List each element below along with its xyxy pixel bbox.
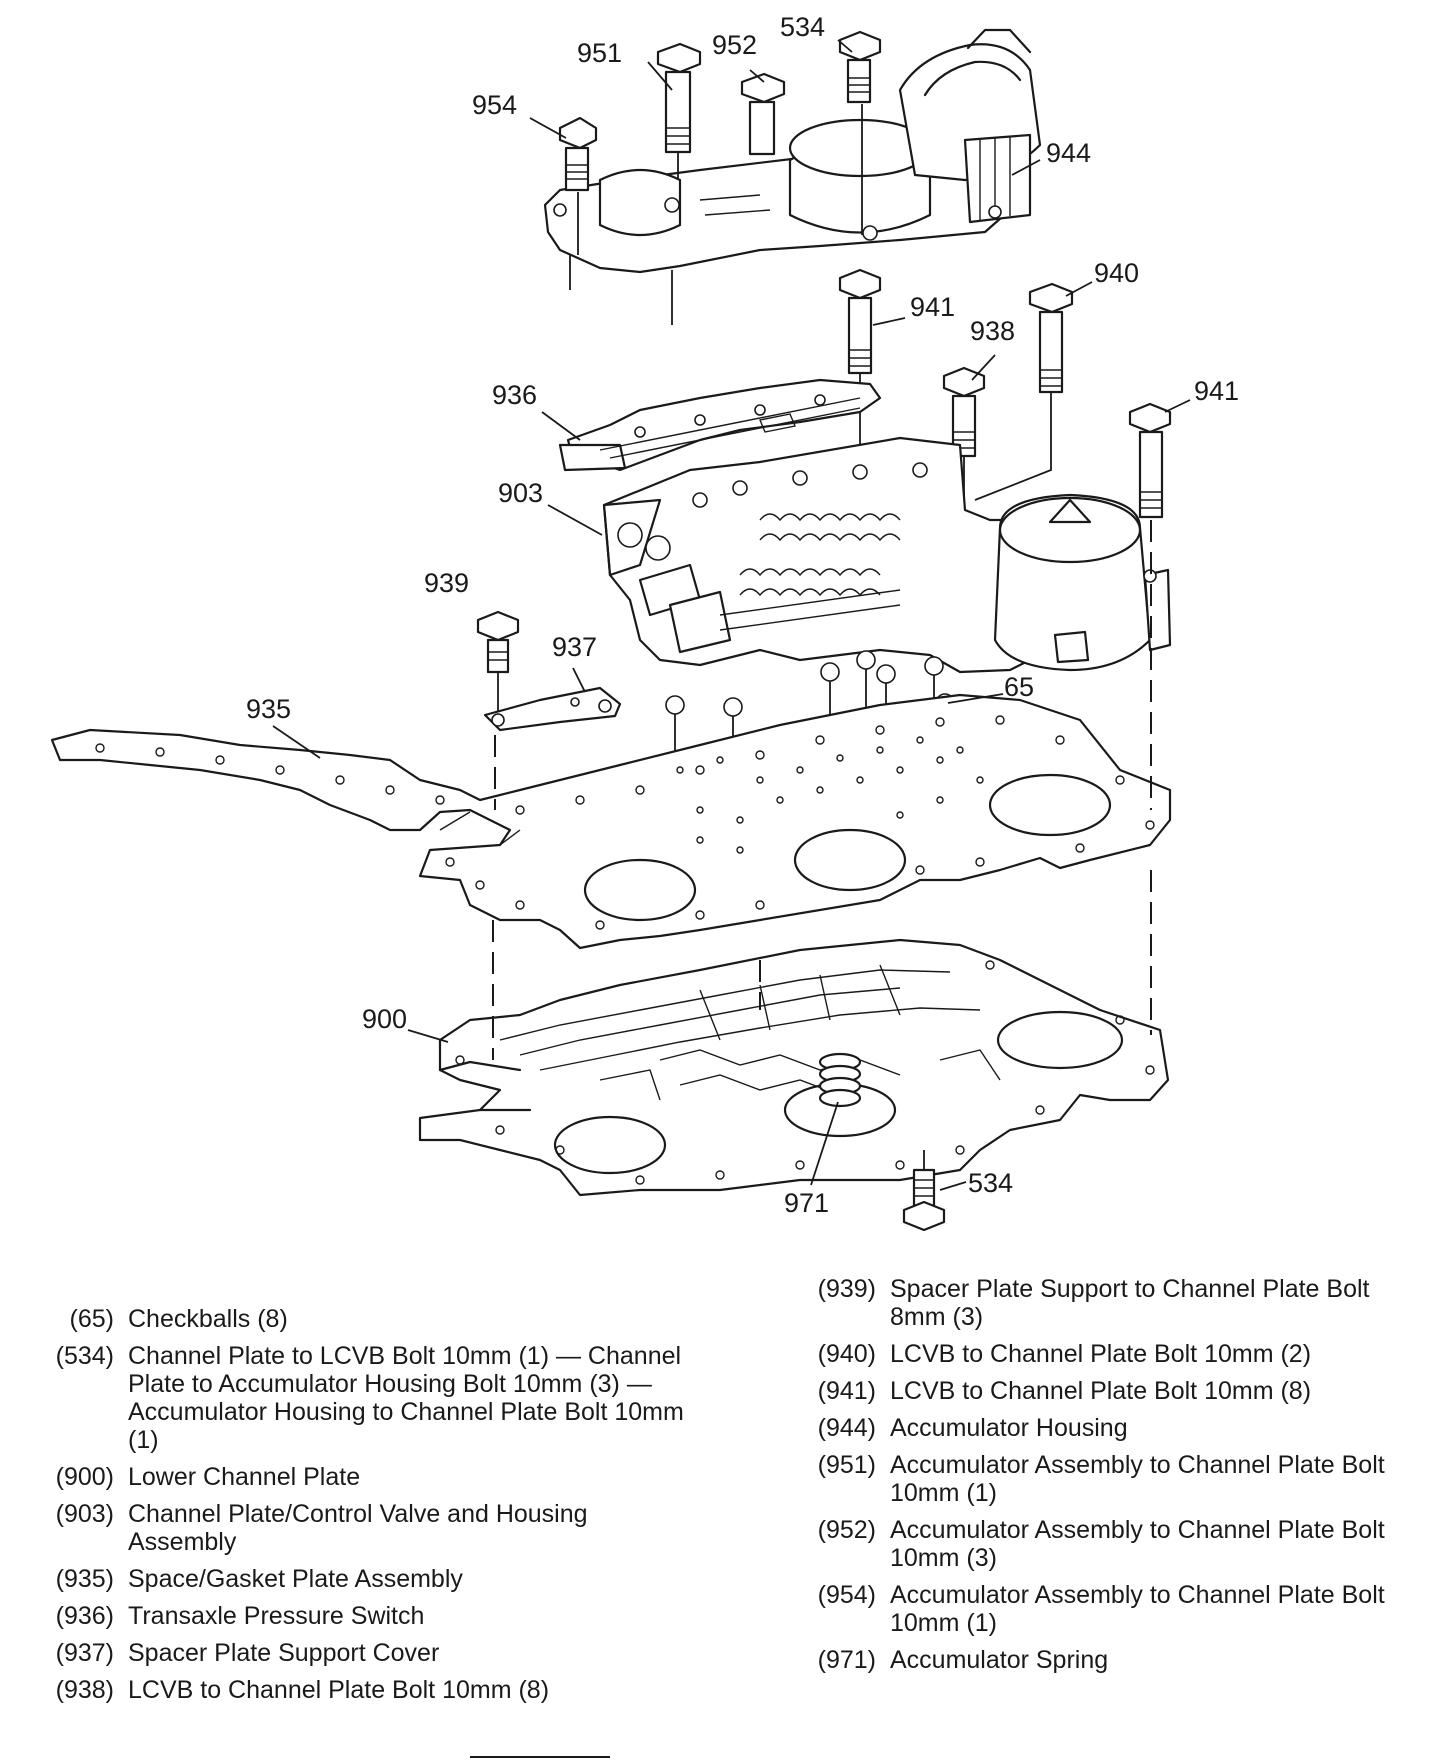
callout-941-right: 941 <box>1194 376 1239 406</box>
legend-code: (944) <box>817 1414 876 1442</box>
transaxle-pressure-switch <box>558 378 882 472</box>
legend-code: (941) <box>817 1377 876 1405</box>
legend-right-column: (939) Spacer Plate Support to Channel Pla… <box>790 1275 1410 1683</box>
callout-952: 952 <box>712 30 757 60</box>
footer-rule <box>470 1756 610 1758</box>
legend-code: (937) <box>55 1639 114 1667</box>
legend-desc: Spacer Plate Support to Channel Plate Bo… <box>890 1275 1370 1331</box>
legend-item: (939) Spacer Plate Support to Channel Pla… <box>790 1275 1410 1331</box>
legend-desc: Transaxle Pressure Switch <box>128 1602 425 1630</box>
bolt-951 <box>656 42 702 154</box>
legend-desc: Spacer Plate Support Cover <box>128 1639 440 1667</box>
legend-item: (65) Checkballs (8) <box>28 1305 688 1333</box>
callout-954: 954 <box>472 90 517 120</box>
callout-900: 900 <box>362 1004 407 1034</box>
legend-desc: Accumulator Assembly to Channel Plate Bo… <box>890 1516 1385 1572</box>
legend-code: (903) <box>55 1500 114 1528</box>
legend-item: (900) Lower Channel Plate <box>28 1463 688 1491</box>
callout-951: 951 <box>577 38 622 68</box>
legend-desc: Accumulator Assembly to Channel Plate Bo… <box>890 1451 1385 1507</box>
bolt-952 <box>740 72 786 156</box>
parts-legend: (65) Checkballs (8) (534) Channel Plate to… <box>0 1275 1440 1745</box>
legend-item: (940) LCVB to Channel Plate Bolt 10mm (2) <box>790 1340 1410 1368</box>
callout-940: 940 <box>1094 258 1139 288</box>
spacer-gasket-plate <box>50 693 1172 950</box>
legend-desc: LCVB to Channel Plate Bolt 10mm (8) <box>890 1377 1312 1405</box>
legend-desc: Checkballs (8) <box>128 1305 288 1333</box>
callout-937: 937 <box>552 632 597 662</box>
legend-item: (954) Accumulator Assembly to Channel Pla… <box>790 1581 1410 1637</box>
callout-903: 903 <box>498 478 543 508</box>
legend-code: (938) <box>55 1676 114 1704</box>
bolt-954 <box>558 116 598 192</box>
legend-code: (65) <box>69 1305 114 1333</box>
legend-desc: LCVB to Channel Plate Bolt 10mm (2) <box>890 1340 1312 1368</box>
legend-code: (940) <box>817 1340 876 1368</box>
legend-code: (971) <box>817 1646 876 1674</box>
spacer-plate-support-cover <box>483 686 622 732</box>
legend-item: (903) Channel Plate/Control Valve and Hou… <box>28 1500 688 1556</box>
bolt-534-bottom <box>902 1168 946 1232</box>
bolt-938 <box>942 366 986 458</box>
callout-936: 936 <box>492 380 537 410</box>
legend-code: (534) <box>55 1342 114 1370</box>
callout-971: 971 <box>784 1188 829 1218</box>
legend-desc: Accumulator Assembly to Channel Plate Bo… <box>890 1581 1385 1637</box>
bolt-534-top <box>838 30 882 104</box>
legend-code: (900) <box>55 1463 114 1491</box>
legend-item: (935) Space/Gasket Plate Assembly <box>28 1565 688 1593</box>
legend-desc: LCVB to Channel Plate Bolt 10mm (8) <box>128 1676 550 1704</box>
lower-channel-plate <box>418 938 1170 1197</box>
bolt-940 <box>1028 282 1074 394</box>
legend-item: (951) Accumulator Assembly to Channel Pla… <box>790 1451 1410 1507</box>
legend-desc: Space/Gasket Plate Assembly <box>128 1565 463 1593</box>
callout-944: 944 <box>1046 138 1091 168</box>
bolt-939 <box>476 610 520 674</box>
legend-code: (939) <box>817 1275 876 1303</box>
legend-item: (937) Spacer Plate Support Cover <box>28 1639 688 1667</box>
legend-code: (935) <box>55 1565 114 1593</box>
bolt-941-right <box>1128 402 1172 519</box>
callout-939: 939 <box>424 568 469 598</box>
callout-65: 65 <box>1004 672 1034 702</box>
callout-941-center: 941 <box>910 292 955 322</box>
legend-desc: Channel Plate/Control Valve and Housing … <box>128 1500 588 1556</box>
legend-desc: Accumulator Housing <box>890 1414 1128 1442</box>
control-valve-body <box>602 436 1172 674</box>
legend-item: (971) Accumulator Spring <box>790 1646 1410 1674</box>
exploded-assembly-diagram: 951 952 534 954 944 941 940 938 936 941 … <box>50 12 1239 1232</box>
legend-item: (534) Channel Plate to LCVB Bolt 10mm (1)… <box>28 1342 688 1454</box>
bolt-941-center <box>838 268 882 375</box>
callout-534-top: 534 <box>780 12 825 42</box>
legend-item: (941) LCVB to Channel Plate Bolt 10mm (8) <box>790 1377 1410 1405</box>
callout-938: 938 <box>970 316 1015 346</box>
accumulator-spring <box>818 1052 862 1108</box>
legend-item: (936) Transaxle Pressure Switch <box>28 1602 688 1630</box>
callout-534-bottom: 534 <box>968 1168 1013 1198</box>
legend-item: (952) Accumulator Assembly to Channel Pla… <box>790 1516 1410 1572</box>
callout-935: 935 <box>246 694 291 724</box>
legend-code: (951) <box>817 1451 876 1479</box>
legend-code: (936) <box>55 1602 114 1630</box>
accumulator-housing <box>543 28 1042 274</box>
leader-lines <box>272 39 1191 1191</box>
legend-code: (954) <box>817 1581 876 1609</box>
legend-item: (938) LCVB to Channel Plate Bolt 10mm (8) <box>28 1676 688 1704</box>
legend-left-column: (65) Checkballs (8) (534) Channel Plate to… <box>28 1305 688 1713</box>
legend-desc: Channel Plate to LCVB Bolt 10mm (1) — Ch… <box>128 1342 684 1454</box>
legend-code: (952) <box>817 1516 876 1544</box>
alignment-line-left <box>492 735 496 1060</box>
legend-item: (944) Accumulator Housing <box>790 1414 1410 1442</box>
legend-desc: Accumulator Spring <box>890 1646 1109 1674</box>
legend-desc: Lower Channel Plate <box>128 1463 361 1491</box>
